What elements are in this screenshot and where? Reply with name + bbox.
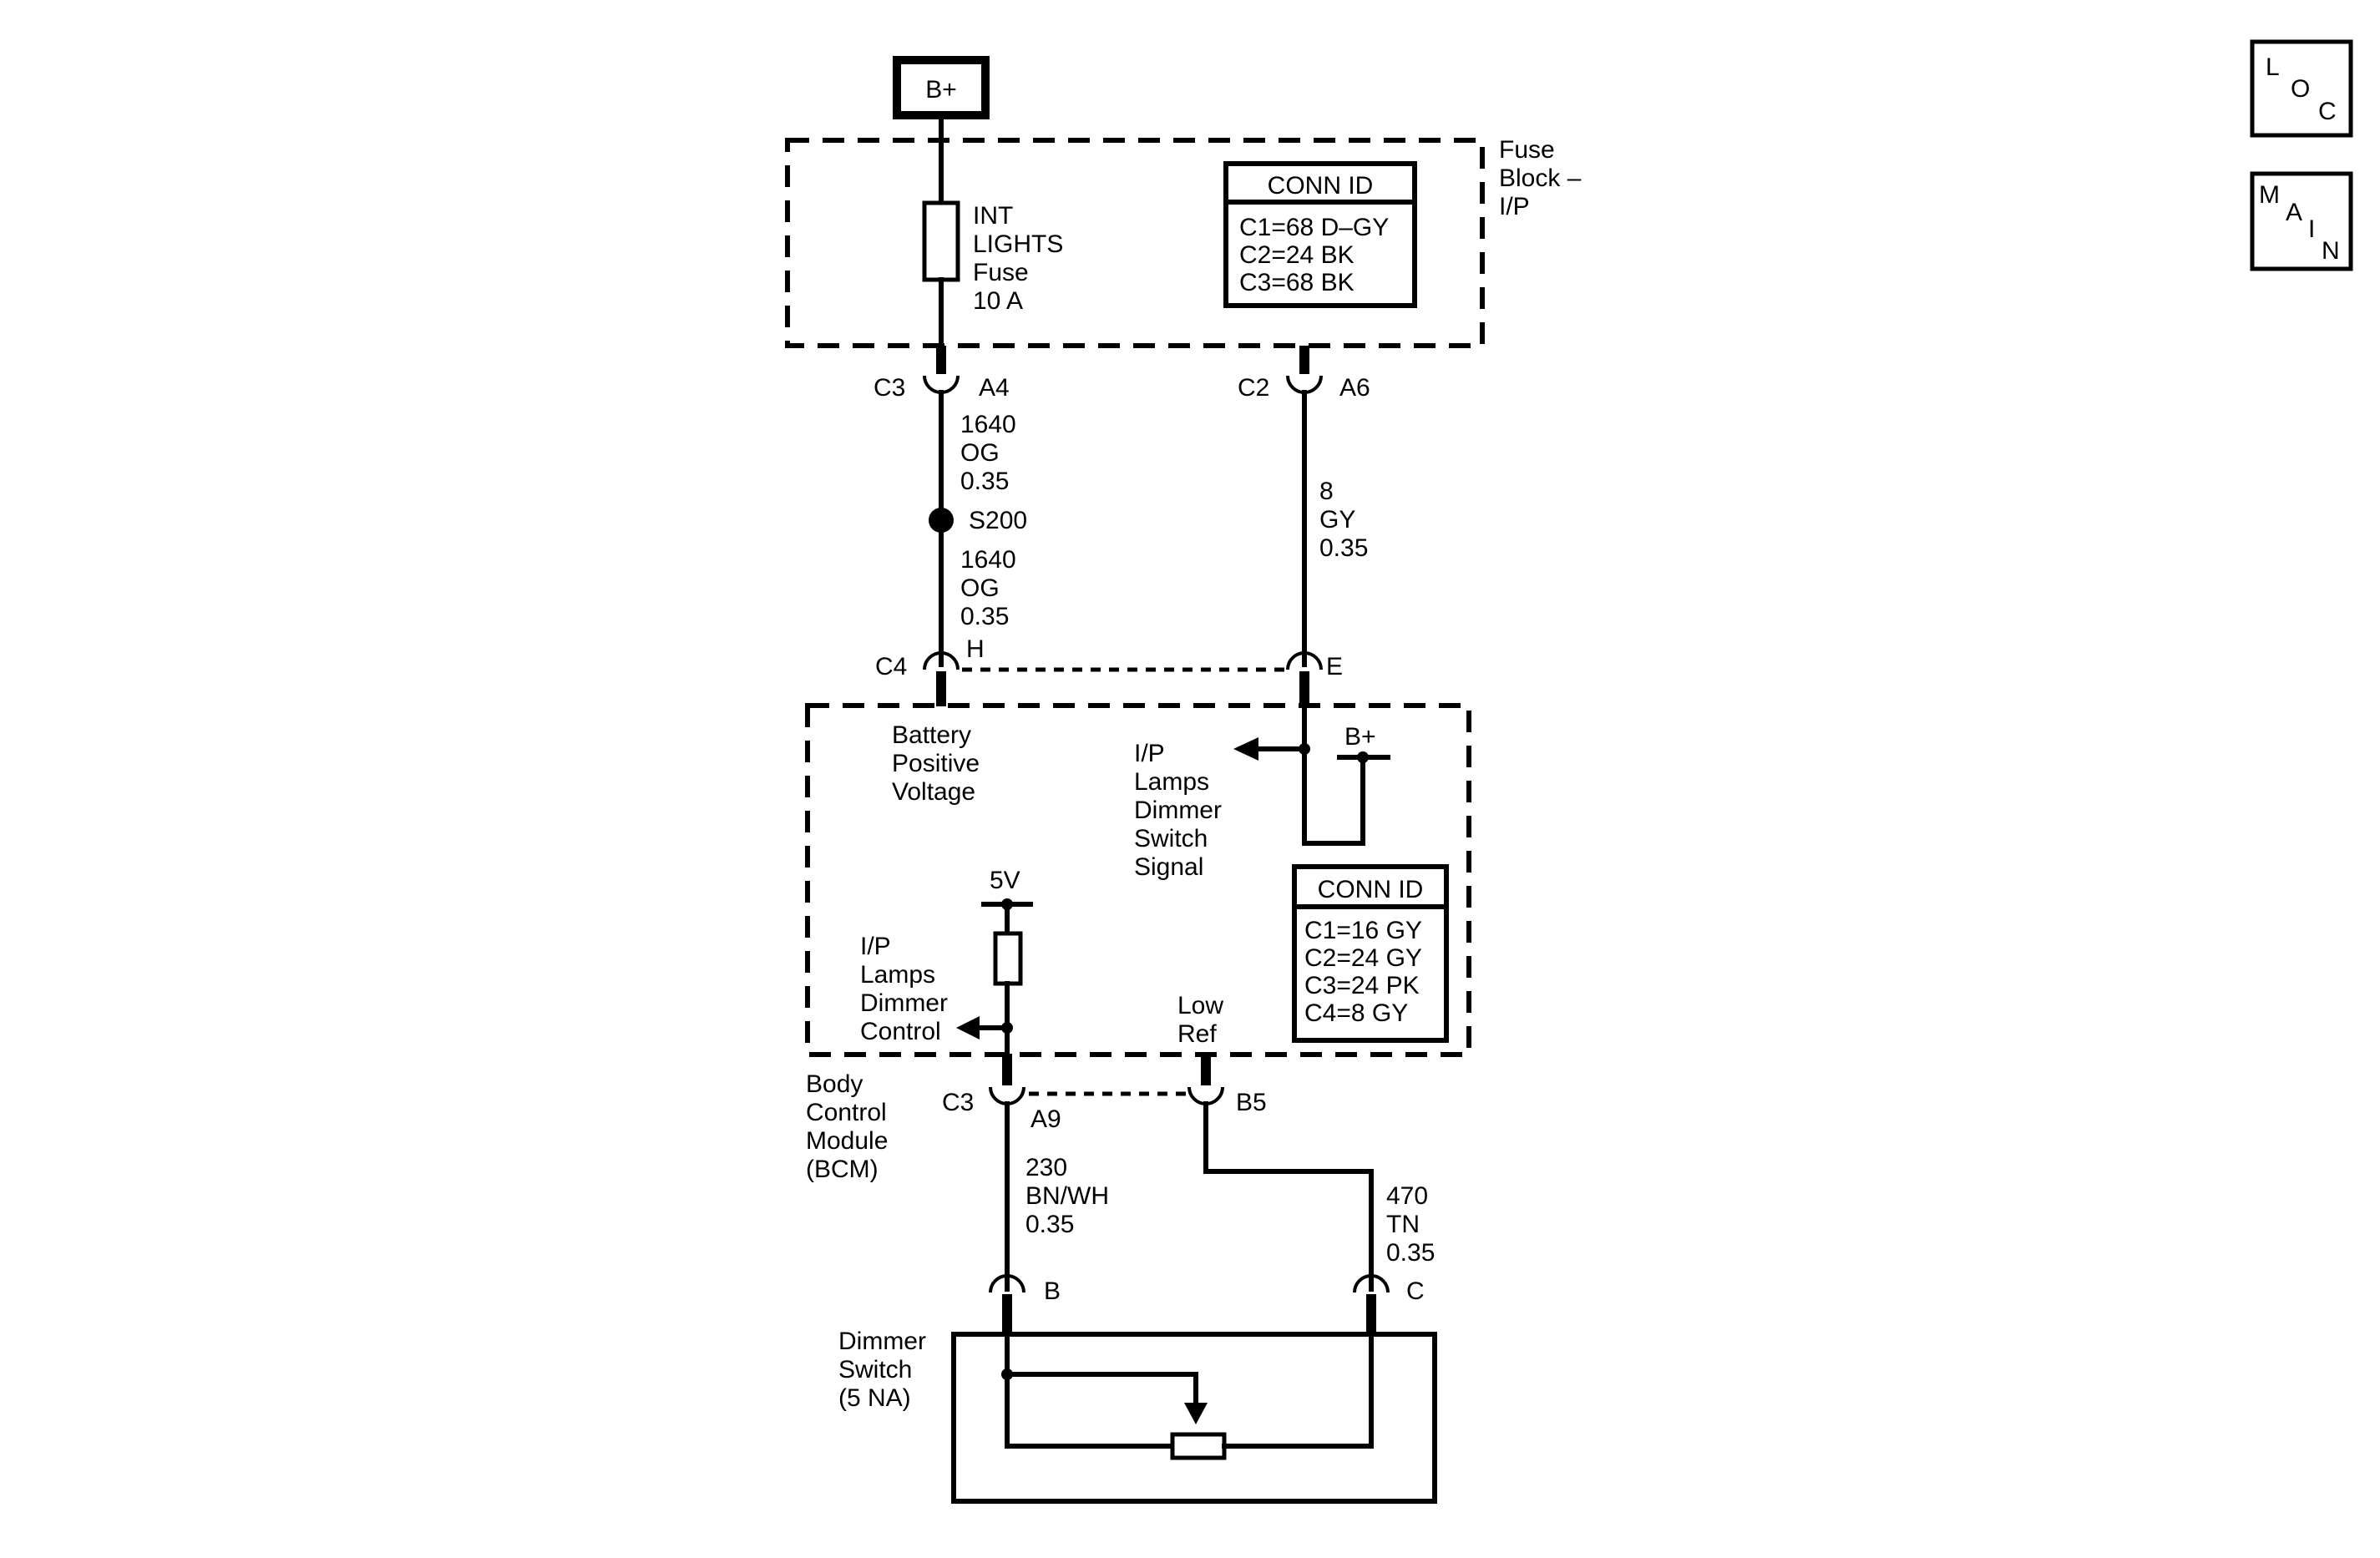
svg-text:CONN ID: CONN ID [1318,876,1424,903]
svg-text:C2=24 BK: C2=24 BK [1239,241,1355,269]
wire-8-label: 8 GY 0.35 [1319,478,1368,562]
wire-230-label: 230 BN/WH 0.35 [1025,1154,1116,1238]
bcm-b5-label: B5 [1236,1089,1267,1116]
svg-text:C1=68 D–GY: C1=68 D–GY [1239,214,1389,241]
splice-s200 [929,508,954,533]
dimmer-switch-signal-label: I/P Lamps Dimmer Switch Signal [1134,740,1228,881]
switch-b-label: B [1044,1277,1061,1305]
svg-text:O: O [2291,75,2310,103]
dimmer-control-label: I/P Lamps Dimmer Control [860,933,955,1045]
fb-a4-label: A4 [979,374,1010,402]
bcm-outline [805,703,1471,1057]
bcm-c3-label: C3 [942,1089,974,1116]
wire-1640-top-label: 1640 OG 0.35 [960,411,1023,495]
svg-text:C1=16 GY: C1=16 GY [1304,917,1422,944]
control-arrow [956,1016,980,1040]
svg-text:CONN ID: CONN ID [1268,172,1374,200]
svg-text:C: C [2318,98,2337,125]
internal-bplus-label: B+ [1344,723,1376,751]
dimmer-switch-outline [951,1332,1437,1504]
low-ref-label: Low Ref [1177,992,1230,1048]
main-button[interactable]: M A I N [2250,171,2353,271]
fuse-block-conn-id-table: CONN ID C1=68 D–GY C2=24 BK C3=68 BK [1223,161,1417,308]
battery-supply-box [893,56,990,119]
fuse-label: INT LIGHTS Fuse 10 A [973,202,1071,315]
svg-text:L: L [2266,53,2280,81]
svg-text:C3=24 PK: C3=24 PK [1304,972,1420,999]
loc-button[interactable]: L O C [2250,39,2353,138]
signal-arrow [1233,737,1258,761]
dimmer-rheostat [1170,1432,1227,1460]
switch-c-label: C [1406,1277,1425,1305]
battery-supply-label: B+ [925,76,957,104]
dimmer-switch-label: Dimmer Switch (5 NA) [838,1328,933,1412]
five-volt-label: 5V [990,867,1020,894]
int-lights-fuse [922,200,960,282]
bcm-label: Body Control Module (BCM) [806,1070,895,1183]
wire-470-label: 470 TN 0.35 [1386,1182,1435,1267]
svg-text:N: N [2322,237,2340,265]
fuse-block-label: Fuse Block – I/P [1499,136,1588,220]
svg-text:C3=68 BK: C3=68 BK [1239,269,1355,296]
bcm-h-label: H [966,635,985,663]
battery-positive-voltage-label: Battery Positive Voltage [892,721,986,806]
fb-c3-label: C3 [874,374,905,402]
fb-c2-label: C2 [1238,374,1269,402]
bcm-a9-label: A9 [1030,1105,1061,1133]
wire-1640-bottom-label: 1640 OG 0.35 [960,546,1023,630]
fb-a6-label: A6 [1339,374,1370,402]
svg-text:C4=8 GY: C4=8 GY [1304,999,1408,1027]
bcm-conn-id-table: CONN ID C1=16 GY C2=24 GY C3=24 PK C4=8 … [1292,864,1449,1043]
bcm-c4-label: C4 [875,653,907,680]
bcm-e-label: E [1326,653,1343,680]
splice-label: S200 [969,507,1027,534]
svg-text:I: I [2308,215,2315,243]
fuse-block-outline [785,138,1485,348]
pullup-resistor [993,931,1023,986]
wiper-arrow [1184,1403,1208,1424]
svg-text:M: M [2259,181,2280,209]
svg-text:A: A [2286,199,2302,226]
svg-text:C2=24 GY: C2=24 GY [1304,944,1422,972]
